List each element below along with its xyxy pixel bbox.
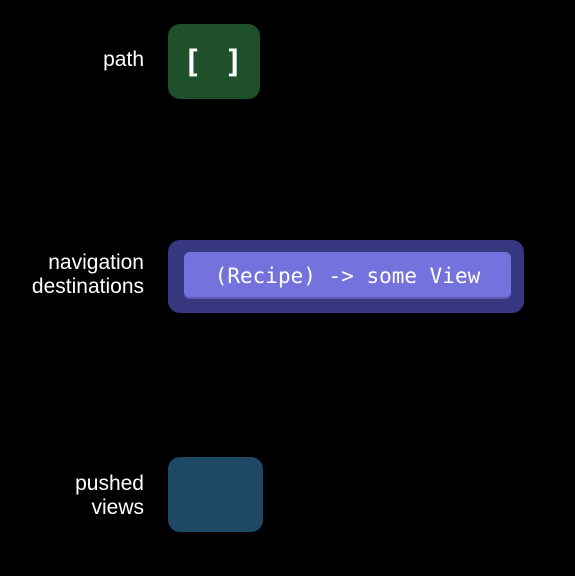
path-label-line: path	[103, 48, 144, 71]
navigation-destinations-label: navigation destinations	[32, 251, 144, 299]
path-array-box: [ ]	[168, 24, 260, 99]
navigation-destination-signature: (Recipe) -> some View	[214, 263, 481, 288]
path-array-value: [ ]	[183, 43, 245, 80]
navigation-destinations-label-line-2: destinations	[31, 275, 144, 298]
navigation-destination-pill: (Recipe) -> some View	[184, 252, 511, 299]
pushed-views-box	[168, 457, 263, 532]
pushed-views-label: pushed views	[75, 472, 144, 520]
navigation-destinations-container: (Recipe) -> some View	[168, 240, 524, 313]
path-label: path	[103, 48, 144, 72]
pushed-views-label-line-1: pushed	[75, 472, 144, 495]
pushed-views-label-line-2: views	[91, 496, 144, 519]
navigation-destinations-label-line-1: navigation	[48, 251, 144, 274]
